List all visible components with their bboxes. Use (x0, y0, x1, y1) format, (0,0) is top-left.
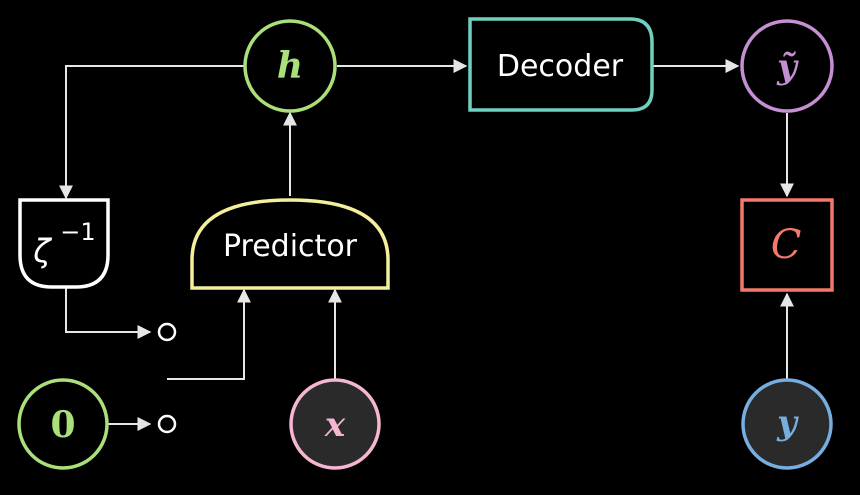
cost-symbol: C (771, 222, 802, 268)
decoder-label: Decoder (497, 49, 624, 84)
zeta-symbol: ζ (32, 232, 52, 270)
predictor-label: Predictor (223, 229, 358, 264)
h-node: h (243, 19, 337, 113)
y-node: y (741, 378, 833, 470)
zeta-superscript: −1 (60, 218, 95, 246)
x-symbol: x (324, 405, 346, 445)
switch-to-predictor-arrow (167, 288, 251, 380)
y-tilde-node: ỹ (740, 19, 834, 113)
connections (59, 59, 794, 431)
y-tilde-symbol: ỹ (776, 47, 799, 87)
zero-node: 0 (17, 378, 109, 470)
predictor-node: Predictor (190, 198, 390, 290)
x-node: x (289, 378, 381, 470)
cost-node: C (740, 198, 834, 292)
zeta-to-switch-arrow (65, 288, 152, 339)
h-symbol: h (277, 45, 303, 87)
decoder-node: Decoder (468, 17, 654, 112)
h-to-zeta-arrow (59, 65, 244, 200)
zeta-inverse-node: ζ −1 (18, 198, 110, 289)
zero-symbol: 0 (50, 404, 75, 446)
switch-terminal-top (157, 322, 177, 342)
switch-terminal-bottom (157, 414, 177, 434)
y-symbol: y (776, 403, 799, 443)
